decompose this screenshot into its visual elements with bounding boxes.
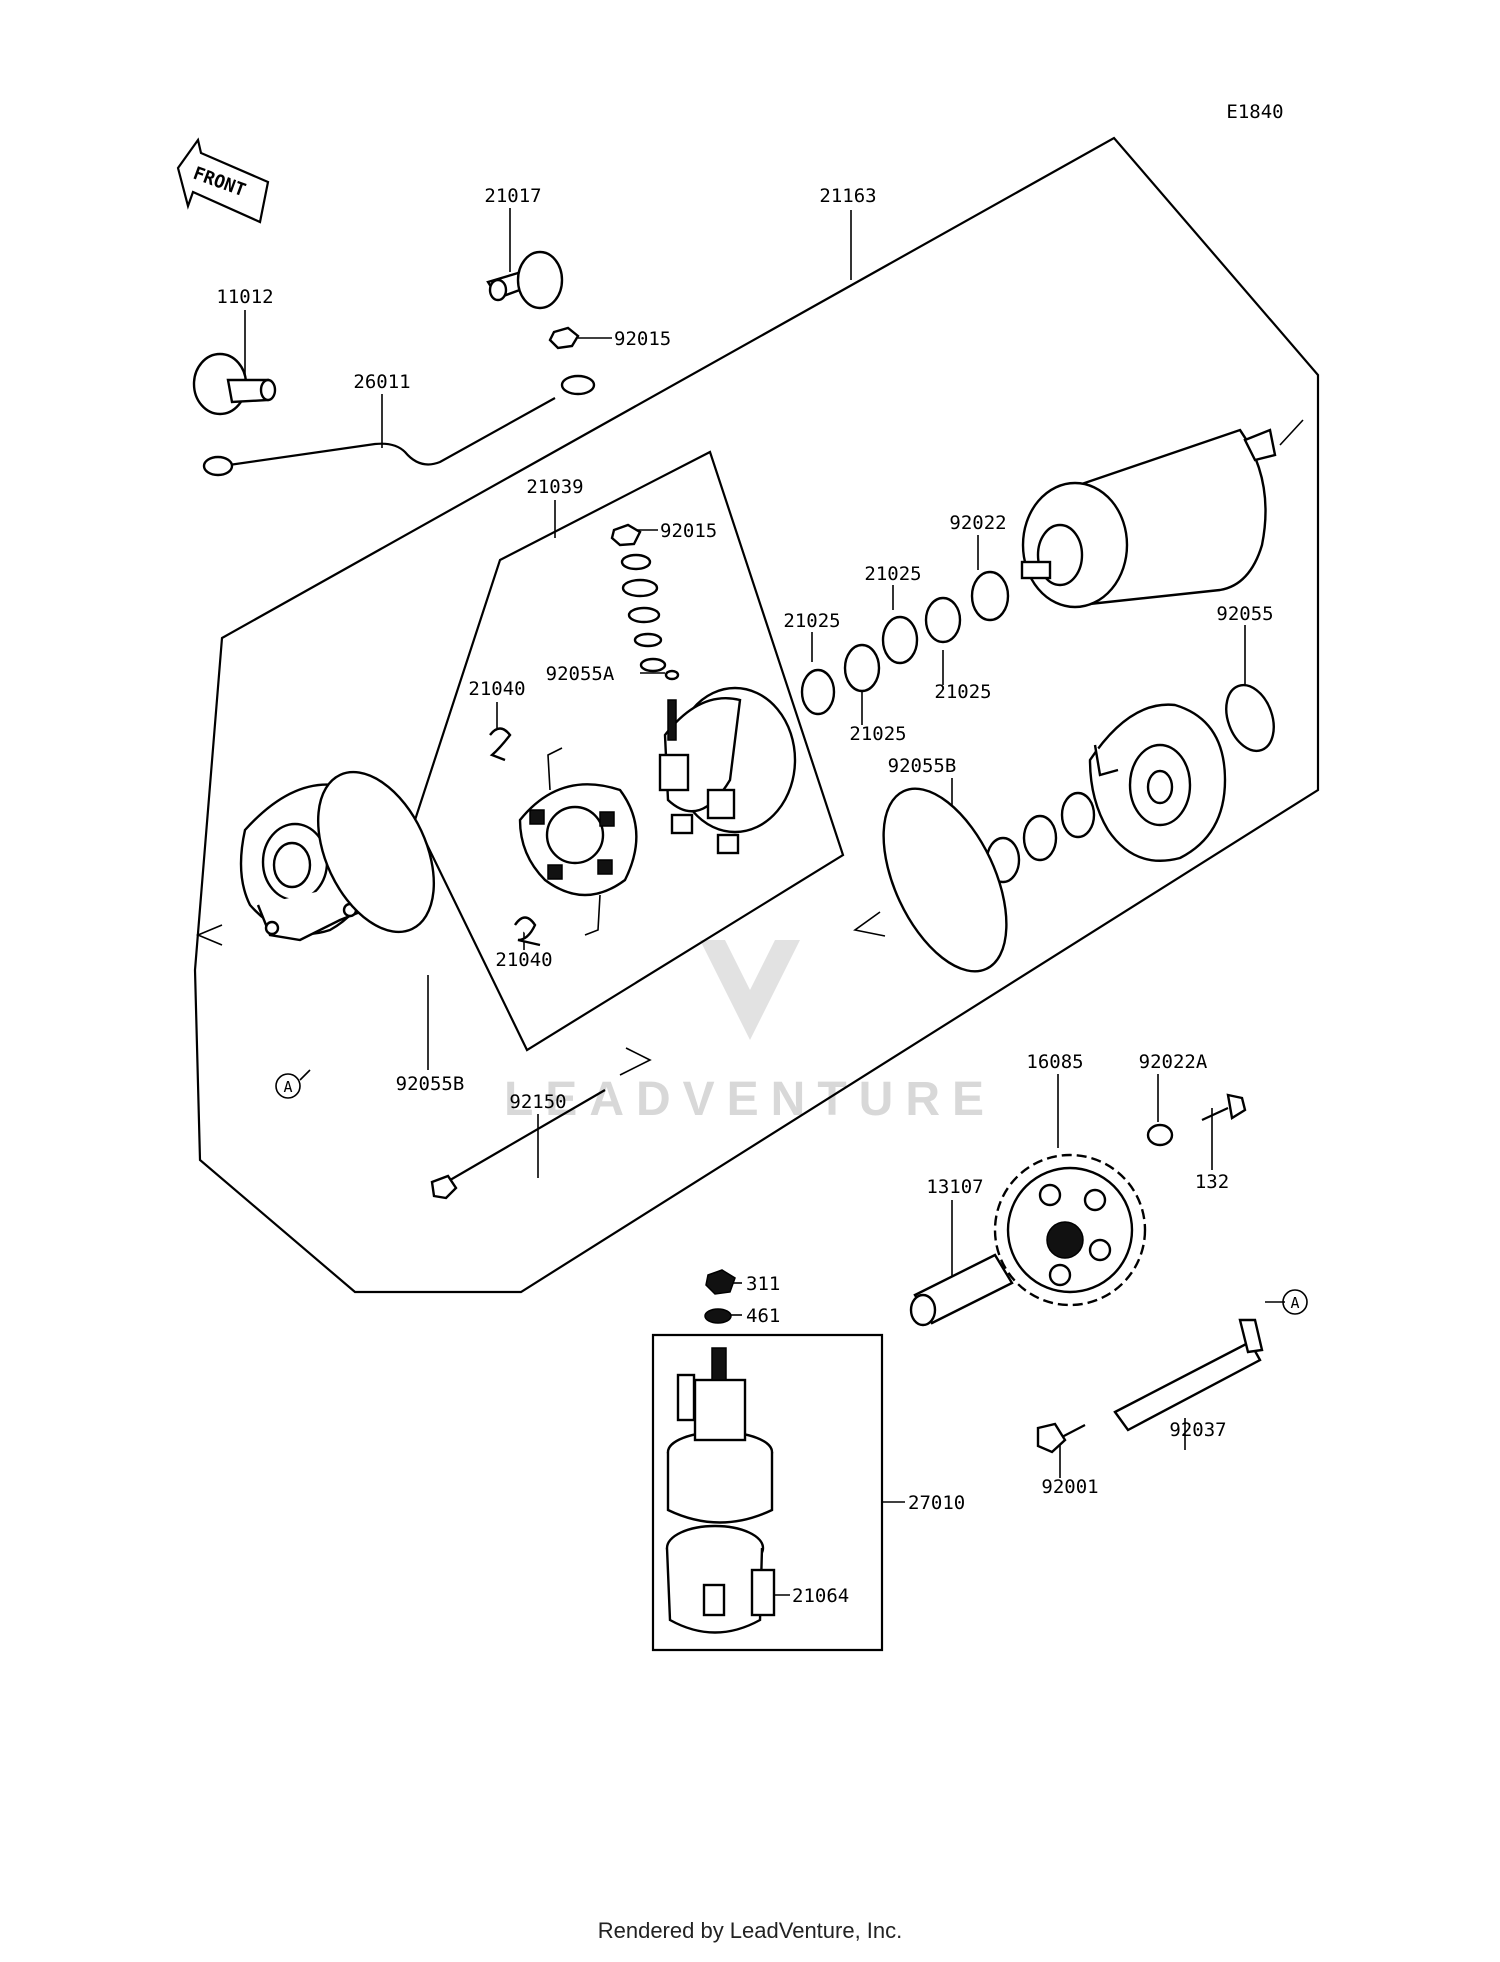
label-92055A: 92055A bbox=[546, 663, 615, 685]
solenoid-assembly-outline bbox=[651, 1333, 884, 1652]
label-21163: 21163 bbox=[819, 185, 876, 207]
arrow-marker-o-ring bbox=[853, 911, 886, 937]
label-92055B-right: 92055B bbox=[888, 755, 957, 777]
watermark: LEADVENTURE bbox=[504, 940, 996, 1126]
o-ring-92055B-left bbox=[316, 770, 436, 934]
label-13107: 13107 bbox=[926, 1176, 983, 1198]
brush-holder bbox=[658, 686, 797, 855]
cable-26011 bbox=[202, 374, 596, 477]
washer-front-c bbox=[1060, 791, 1096, 839]
through-bolt-92150 bbox=[430, 1089, 606, 1200]
o-ring-92055B-right bbox=[882, 787, 1008, 973]
label-92015-top: 92015 bbox=[614, 328, 671, 350]
label-21040-top: 21040 bbox=[468, 678, 525, 700]
front-arrow-icon: FRONT bbox=[176, 137, 270, 224]
label-27010: 27010 bbox=[908, 1492, 965, 1514]
washer-21025-b bbox=[843, 643, 881, 693]
svg-text:A: A bbox=[1290, 1294, 1299, 1312]
motor-yoke bbox=[1020, 419, 1304, 609]
washer-21025-a bbox=[800, 668, 836, 716]
washer-21025-c bbox=[881, 615, 919, 665]
spring-21040-top bbox=[489, 727, 512, 762]
bolt-92001 bbox=[1036, 1422, 1086, 1454]
brush-plate bbox=[518, 747, 638, 936]
solenoid-switch bbox=[666, 1347, 774, 1524]
label-21039: 21039 bbox=[526, 476, 583, 498]
bracket-92037 bbox=[1113, 1318, 1264, 1432]
svg-text:A: A bbox=[283, 1078, 292, 1096]
label-92055: 92055 bbox=[1216, 603, 1273, 625]
spring-21040-bottom bbox=[514, 916, 541, 947]
diagram-code: E1840 bbox=[1226, 101, 1283, 123]
label-461: 461 bbox=[746, 1305, 780, 1327]
gear-16085 bbox=[993, 1153, 1147, 1307]
brush-holder-assembly-outline bbox=[413, 450, 845, 1052]
part-labels: 21163 21017 11012 92015 26011 21039 9201… bbox=[216, 185, 1273, 1607]
label-92037: 92037 bbox=[1169, 1419, 1226, 1441]
label-92150: 92150 bbox=[509, 1091, 566, 1113]
washer-stack bbox=[610, 523, 680, 681]
label-92022: 92022 bbox=[949, 512, 1006, 534]
label-26011: 26011 bbox=[353, 371, 410, 393]
label-21040-bottom: 21040 bbox=[495, 949, 552, 971]
label-92001: 92001 bbox=[1041, 1476, 1098, 1498]
label-21025-a: 21025 bbox=[864, 563, 921, 585]
watermark-logo-icon bbox=[700, 940, 800, 1040]
label-21025-c: 21025 bbox=[934, 681, 991, 703]
washer-21025-d bbox=[924, 596, 962, 644]
label-92015-mid: 92015 bbox=[660, 520, 717, 542]
label-92055B-left: 92055B bbox=[396, 1073, 465, 1095]
watermark-text: LEADVENTURE bbox=[504, 1073, 996, 1126]
front-cover bbox=[1088, 703, 1227, 862]
label-21064: 21064 bbox=[792, 1585, 849, 1607]
label-11012: 11012 bbox=[216, 286, 273, 308]
washer-front-b bbox=[1022, 814, 1058, 862]
washer-92022A bbox=[1146, 1123, 1174, 1147]
label-21017: 21017 bbox=[484, 185, 541, 207]
label-16085: 16085 bbox=[1026, 1051, 1083, 1073]
o-ring-92055-right bbox=[1225, 683, 1275, 753]
arrow-marker-left bbox=[195, 924, 223, 946]
label-132: 132 bbox=[1195, 1171, 1229, 1193]
washer-92022 bbox=[970, 570, 1010, 622]
washer-461 bbox=[704, 1308, 732, 1324]
terminal-cap-21017 bbox=[486, 250, 564, 310]
shaft-13107 bbox=[909, 1253, 1014, 1327]
label-21025-b: 21025 bbox=[783, 610, 840, 632]
nut-311 bbox=[705, 1269, 736, 1295]
reference-marker-left: A bbox=[275, 1069, 311, 1099]
starter-motor-assembly-outline bbox=[193, 136, 1320, 1294]
nut-92015-top bbox=[548, 326, 580, 350]
arrow-marker-mid bbox=[619, 1047, 652, 1076]
label-92022A: 92022A bbox=[1139, 1051, 1208, 1073]
label-311: 311 bbox=[746, 1273, 780, 1295]
bolt-132 bbox=[1201, 1093, 1247, 1121]
label-21025-d: 21025 bbox=[849, 723, 906, 745]
solenoid-cover-21064 bbox=[665, 1524, 776, 1634]
terminal-cap-11012 bbox=[192, 352, 277, 416]
footer-credit: Rendered by LeadVenture, Inc. bbox=[597, 1918, 903, 1943]
reference-marker-right: A bbox=[1282, 1289, 1308, 1315]
